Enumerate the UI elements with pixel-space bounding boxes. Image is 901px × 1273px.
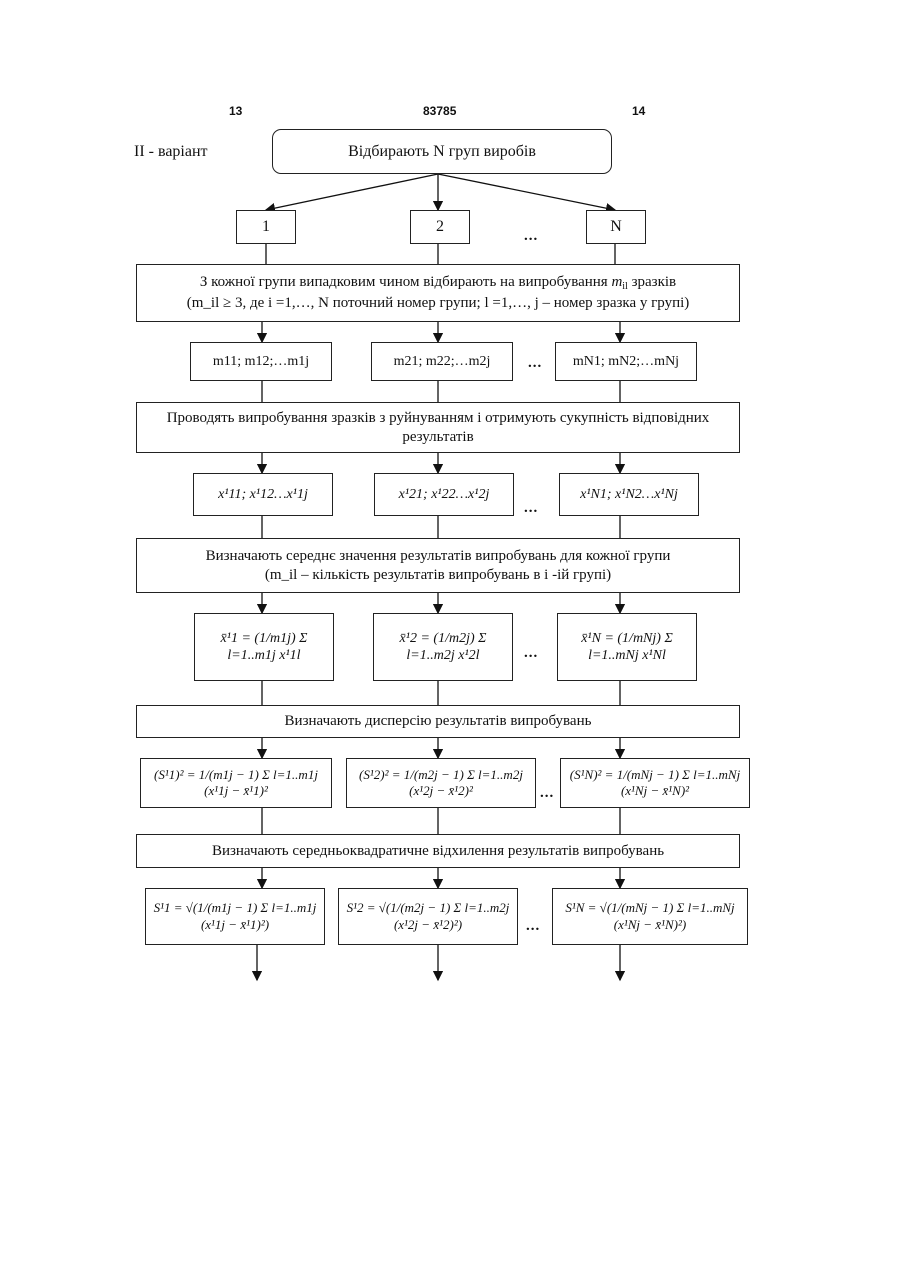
step-select-groups: Відбирають N груп виробів [272, 129, 612, 174]
variant-label: II - варіант [134, 143, 208, 161]
stddev-formula-text-n: S¹N = √(1/(mNj − 1) Σ l=1..mNj (x¹Nj − x… [553, 900, 747, 933]
mean-formula-text-2: x̄¹2 = (1/m2j) Σ l=1..m2j x¹2l [374, 630, 512, 665]
dispersion-formula-1: (S¹1)² = 1/(m1j − 1) Σ l=1..m1j (x¹1j − … [140, 758, 332, 808]
step-sample-line1: З кожної групи випадковим чином відбираю… [200, 273, 676, 294]
group-box-1: 1 [236, 210, 296, 244]
step-sample-var-sub: il [622, 281, 628, 292]
dispersion-formula-text-2: (S¹2)² = 1/(m2j − 1) Σ l=1..m2j (x¹2j − … [347, 767, 535, 800]
dispersion-formula-text-1: (S¹1)² = 1/(m1j − 1) Σ l=1..m1j (x¹1j − … [141, 767, 331, 800]
step-select-groups-text: Відбирають N груп виробів [348, 142, 536, 162]
mean-formula-2: x̄¹2 = (1/m2j) Σ l=1..m2j x¹2l [373, 613, 513, 681]
step-sample: З кожної групи випадковим чином відбираю… [136, 264, 740, 322]
mean-formula-text-n: x̄¹N = (1/mNj) Σ l=1..mNj x¹Nl [558, 630, 696, 665]
group-box-2: 2 [410, 210, 470, 244]
group-label-1: 1 [262, 217, 270, 237]
step-sample-line1-post: зразків [632, 274, 677, 290]
step-mean-line1: Визначають середнє значення результатів … [206, 547, 671, 566]
result-box-2: x¹21; x¹22…x¹2j [374, 473, 514, 516]
sample-text-1: m11; m12;…m1j [213, 353, 309, 371]
step-stddev: Визначають середньоквадратичне відхиленн… [136, 834, 740, 868]
sample-box-2: m21; m22;…m2j [371, 342, 513, 381]
sample-box-1: m11; m12;…m1j [190, 342, 332, 381]
page-number-left: 13 [229, 104, 242, 118]
ellipsis-stddevs: ... [526, 918, 540, 935]
ellipsis-means: ... [524, 645, 538, 662]
step-sample-var: m [611, 274, 622, 290]
result-text-1: x¹11; x¹12…x¹1j [218, 486, 308, 504]
mean-formula-1: x̄¹1 = (1/m1j) Σ l=1..m1j x¹1l [194, 613, 334, 681]
step-sample-line2: (m_il ≥ 3, де i =1,…, N поточний номер г… [187, 294, 690, 313]
mean-formula-n: x̄¹N = (1/mNj) Σ l=1..mNj x¹Nl [557, 613, 697, 681]
result-text-2: x¹21; x¹22…x¹2j [399, 486, 490, 504]
result-text-n: x¹N1; x¹N2…x¹Nj [580, 486, 678, 504]
step-test-text: Проводять випробування зразків з руйнува… [147, 409, 729, 447]
step-test: Проводять випробування зразків з руйнува… [136, 402, 740, 453]
document-number: 83785 [423, 104, 456, 118]
result-box-n: x¹N1; x¹N2…x¹Nj [559, 473, 699, 516]
stddev-formula-text-2: S¹2 = √(1/(m2j − 1) Σ l=1..m2j (x¹2j − x… [339, 900, 517, 933]
dispersion-formula-n: (S¹N)² = 1/(mNj − 1) Σ l=1..mNj (x¹Nj − … [560, 758, 750, 808]
group-label-2: 2 [436, 217, 444, 237]
stddev-formula-1: S¹1 = √(1/(m1j − 1) Σ l=1..m1j (x¹1j − x… [145, 888, 325, 945]
ellipsis-results: ... [524, 500, 538, 517]
step-dispersion: Визначають дисперсію результатів випробу… [136, 705, 740, 738]
step-mean-line2: (m_il – кількість результатів випробуван… [265, 566, 611, 585]
sample-box-n: mN1; mN2;…mNj [555, 342, 697, 381]
sample-text-2: m21; m22;…m2j [394, 353, 491, 371]
dispersion-formula-text-n: (S¹N)² = 1/(mNj − 1) Σ l=1..mNj (x¹Nj − … [561, 767, 749, 800]
step-mean: Визначають середнє значення результатів … [136, 538, 740, 593]
sample-text-n: mN1; mN2;…mNj [573, 353, 679, 371]
ellipsis-samples: ... [528, 355, 542, 372]
step-stddev-text: Визначають середньоквадратичне відхиленн… [212, 842, 664, 861]
page-number-right: 14 [632, 104, 645, 118]
mean-formula-text-1: x̄¹1 = (1/m1j) Σ l=1..m1j x¹1l [195, 630, 333, 665]
stddev-formula-text-1: S¹1 = √(1/(m1j − 1) Σ l=1..m1j (x¹1j − x… [146, 900, 324, 933]
ellipsis-groups: ... [524, 228, 538, 245]
stddev-formula-n: S¹N = √(1/(mNj − 1) Σ l=1..mNj (x¹Nj − x… [552, 888, 748, 945]
step-sample-line1-text: З кожної групи випадковим чином відбираю… [200, 274, 608, 290]
group-label-n: N [610, 217, 622, 237]
step-dispersion-text: Визначають дисперсію результатів випробу… [285, 712, 592, 731]
dispersion-formula-2: (S¹2)² = 1/(m2j − 1) Σ l=1..m2j (x¹2j − … [346, 758, 536, 808]
group-box-n: N [586, 210, 646, 244]
ellipsis-dispersions: ... [540, 785, 554, 802]
stddev-formula-2: S¹2 = √(1/(m2j − 1) Σ l=1..m2j (x¹2j − x… [338, 888, 518, 945]
result-box-1: x¹11; x¹12…x¹1j [193, 473, 333, 516]
